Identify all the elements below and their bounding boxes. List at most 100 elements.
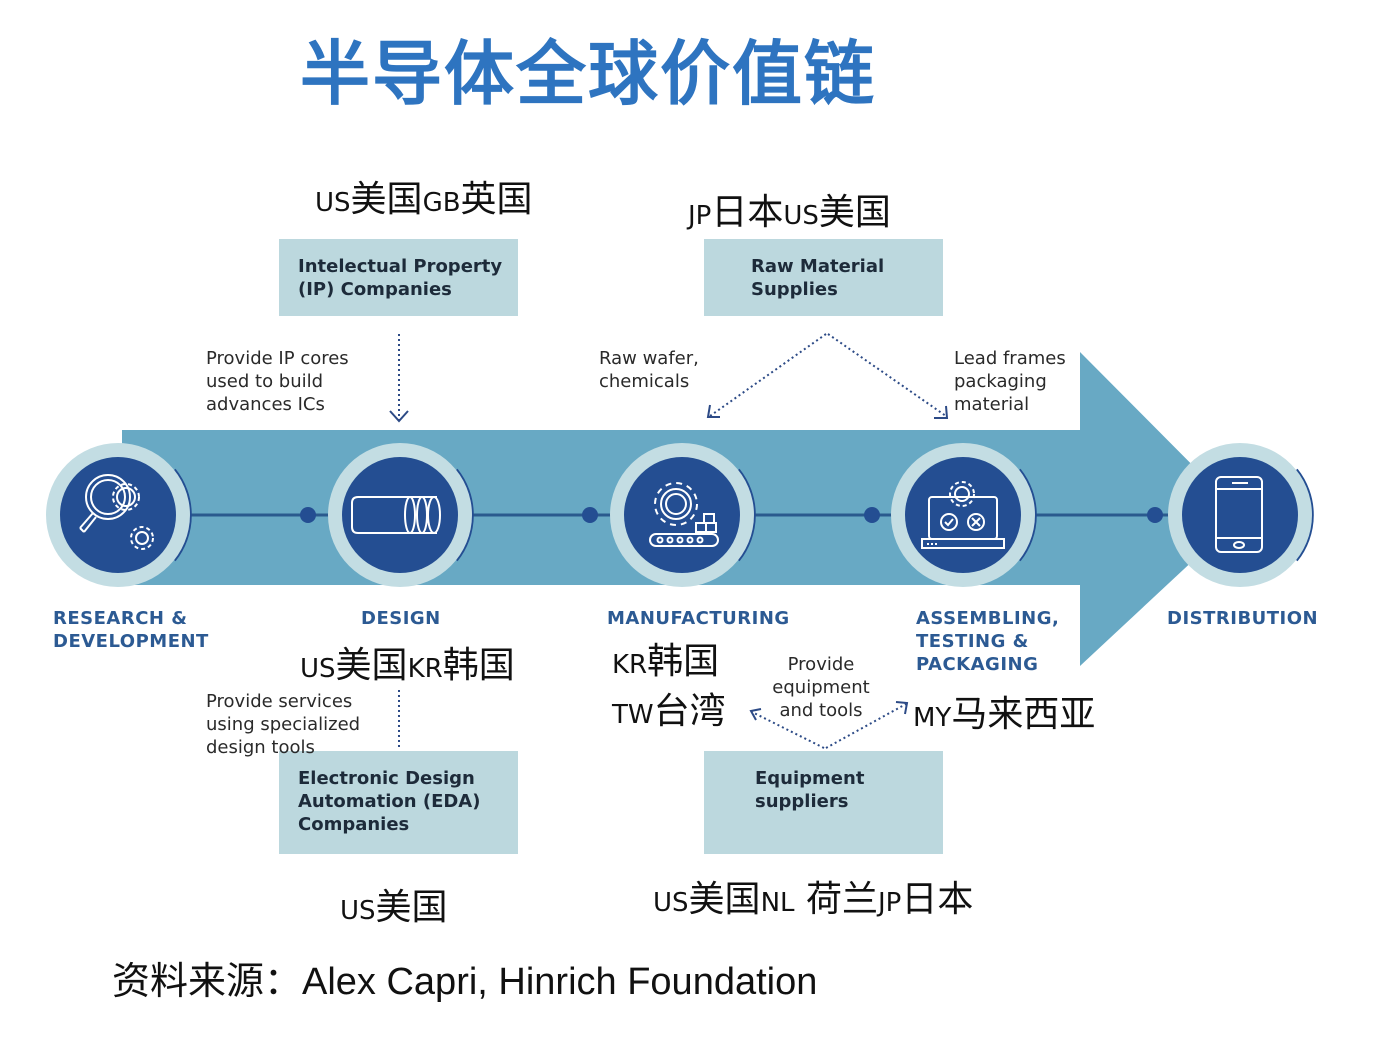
note-ip: Provide IP cores used to build advances … [206, 347, 349, 416]
raw-to-atp-arrow [827, 333, 949, 419]
connector-dot [300, 507, 316, 523]
box-line: Supplies [751, 279, 838, 300]
country-code: US [300, 654, 336, 684]
label-line: DISTRIBUTION [1167, 608, 1319, 629]
stage-circle-design[interactable] [328, 443, 474, 587]
cylinder-chip-icon [351, 496, 441, 534]
label-line: DESIGN [361, 608, 441, 629]
note-line: design tools [206, 737, 315, 758]
stage-label-manufacturing: MANUFACTURING [607, 607, 790, 630]
label-line: MANUFACTURING [607, 608, 790, 629]
countries-design: US美国KR韩国 [300, 636, 515, 688]
connector-dot [864, 507, 880, 523]
note-line: equipment [772, 677, 870, 698]
countries-ip: US美国GB英国 [315, 170, 533, 222]
note-line: Provide [787, 654, 855, 675]
box-line: Equipment [755, 768, 865, 789]
box-line: Raw Material [751, 256, 885, 277]
label-line: PACKAGING [916, 654, 1039, 675]
countries-atp: MY马来西亚 [913, 685, 1095, 737]
box-line: Intelectual Property [298, 256, 503, 277]
country-name: 日本 [711, 192, 784, 233]
box-line: Automation (EDA) [298, 791, 481, 812]
country-code: JP [877, 888, 902, 918]
country-name: 美国 [688, 879, 761, 920]
box-line: Electronic Design [298, 768, 475, 789]
note-line: material [954, 394, 1030, 415]
equipment-to-manufacturing-arrow [749, 708, 825, 749]
countries-manufacturing-1: KR韩国 [612, 632, 719, 684]
country-code: US [783, 201, 819, 231]
stage-label-distribution: DISTRIBUTION [1167, 607, 1318, 630]
source-citation: 资料来源：Alex Capri, Hinrich Foundation [112, 961, 818, 1003]
supplier-box-equipment: Equipment suppliers [704, 751, 943, 854]
note-line: used to build [206, 371, 324, 392]
country-name: 荷兰 [794, 879, 878, 920]
note-line: advances ICs [206, 394, 325, 415]
laptop-gear-check-icon [921, 481, 1005, 549]
country-name: 美国 [350, 179, 423, 220]
note-line: Provide services [206, 691, 353, 712]
box-line: (IP) Companies [298, 279, 452, 300]
magnifier-gears-icon [79, 474, 154, 550]
country-code: GB [422, 188, 461, 218]
page-title: 半导体全球价值链 [300, 33, 876, 115]
country-name: 英国 [460, 179, 533, 220]
country-code: US [340, 896, 376, 926]
supplier-box-eda: Electronic Design Automation (EDA) Compa… [279, 751, 518, 854]
country-name: 韩国 [647, 641, 720, 682]
note-line: using specialized [206, 714, 361, 735]
country-code: KR [612, 650, 648, 680]
country-name: 美国 [335, 645, 408, 686]
country-name: 日本 [901, 879, 974, 920]
country-name: 台湾 [653, 691, 726, 732]
stage-label-design: DESIGN [361, 607, 441, 630]
note-eda: Provide services using specialized desig… [206, 690, 360, 759]
supplier-box-ip: Intelectual Property (IP) Companies [279, 239, 518, 316]
stage-circle-rnd[interactable] [46, 443, 192, 587]
countries-raw: JP日本US美国 [688, 183, 891, 235]
supplier-box-raw-material: Raw Material Supplies [704, 239, 943, 316]
country-name: 美国 [375, 887, 448, 928]
note-raw-right: Lead frames packaging material [954, 347, 1066, 416]
country-code: JP [688, 201, 712, 231]
country-name: 韩国 [442, 645, 515, 686]
note-line: Lead frames [954, 348, 1066, 369]
note-line: and tools [779, 700, 863, 721]
equipment-to-atp-arrow [825, 701, 909, 749]
country-code: NL [760, 888, 795, 918]
label-line: RESEARCH & [53, 608, 188, 629]
box-line: Companies [298, 814, 410, 835]
stage-circle-manufacturing[interactable] [610, 443, 756, 587]
country-name: 马来西亚 [951, 694, 1096, 735]
note-line: chemicals [599, 371, 690, 392]
country-code: MY [913, 703, 952, 733]
note-equipment: Provide equipment and tools [768, 653, 874, 722]
countries-manufacturing-2: TW台湾 [612, 682, 726, 734]
label-line: TESTING & [916, 631, 1029, 652]
country-code: TW [612, 700, 654, 730]
smartphone-icon [1215, 476, 1263, 553]
gear-conveyor-icon [649, 482, 719, 547]
label-line: DEVELOPMENT [53, 631, 209, 652]
country-code: US [653, 888, 689, 918]
connector-dot [1147, 507, 1163, 523]
box-line: suppliers [755, 791, 849, 812]
ip-to-design-arrow [389, 334, 409, 423]
connector-dot [582, 507, 598, 523]
note-raw-left: Raw wafer, chemicals [599, 347, 699, 393]
raw-to-manufacturing-arrow [706, 333, 827, 418]
note-line: Raw wafer, [599, 348, 699, 369]
countries-eda: US美国 [340, 878, 448, 930]
stage-label-atp: ASSEMBLING, TESTING & PACKAGING [916, 607, 1059, 676]
country-name: 美国 [818, 192, 891, 233]
country-code: US [315, 188, 351, 218]
stage-circle-distribution[interactable] [1168, 443, 1314, 587]
note-line: packaging [954, 371, 1047, 392]
countries-equipment: US美国NL 荷兰JP日本 [653, 870, 973, 922]
note-line: Provide IP cores [206, 348, 349, 369]
stage-label-rnd: RESEARCH & DEVELOPMENT [53, 607, 209, 653]
stage-circle-atp[interactable] [891, 443, 1037, 587]
label-line: ASSEMBLING, [916, 608, 1060, 629]
